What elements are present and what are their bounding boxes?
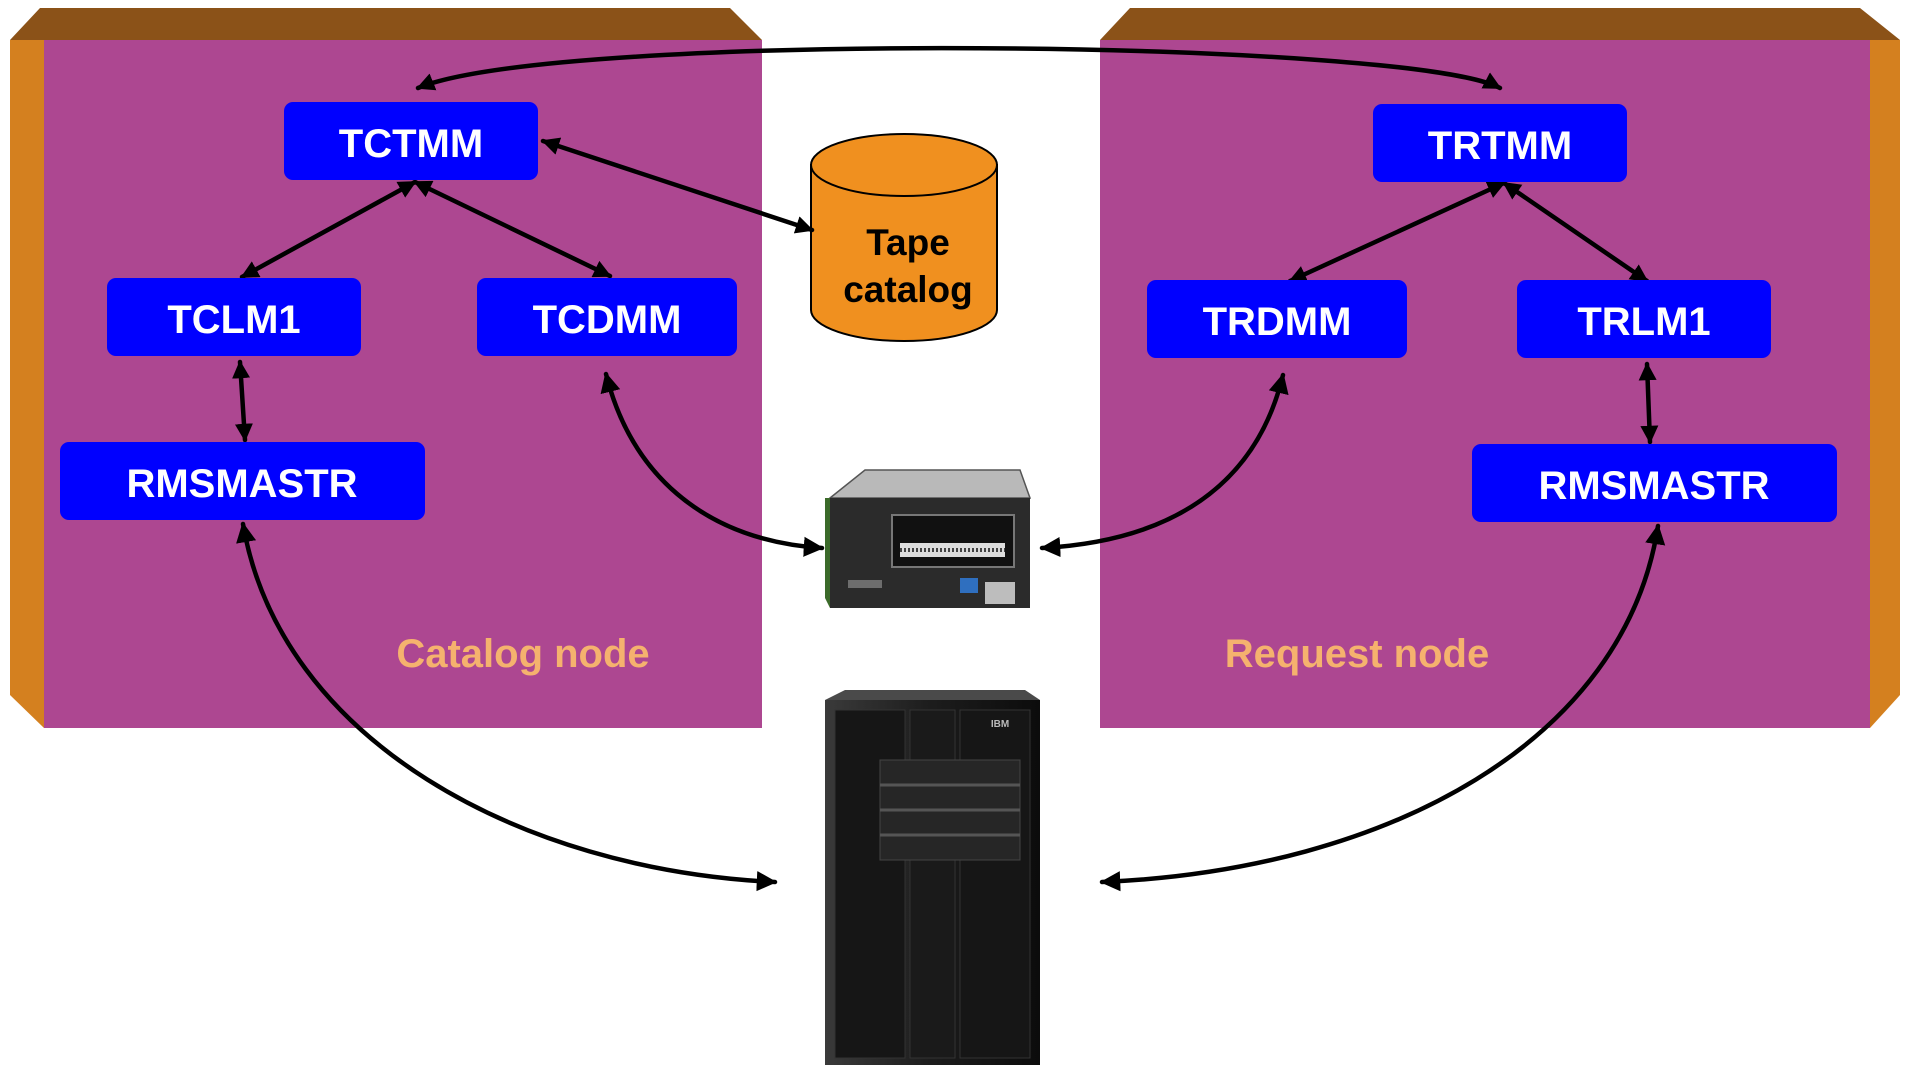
request-node-label: Request node [1225,632,1489,676]
arrow-trtmm-trdmm [1287,180,1507,284]
box-tcdmm: TCDMM [477,278,737,356]
box-rmsmastr-catalog-label: RMSMASTR [126,462,357,506]
arrow-tctmm-catalog [540,137,815,234]
box-tctmm: TCTMM [284,102,538,180]
box-rmsmastr-catalog: RMSMASTR [60,442,425,520]
tape-drive-icon [825,469,1032,608]
ibm-logo: IBM [991,719,1009,730]
arrow-tcdmm-drive [600,371,825,557]
arrow-trdmm-drive [1039,372,1289,558]
catalog-node-label: Catalog node [396,632,649,676]
tape-library-icon: IBM [825,690,1040,1065]
box-rmsmastr-request-label: RMSMASTR [1538,464,1769,508]
arrow-rmsmastr-library-left [236,521,778,892]
arrow-trtmm-trlm1 [1501,180,1650,284]
box-trlm1-label: TRLM1 [1577,300,1710,344]
tape-catalog-label-line1: Tape [866,222,950,263]
arrow-tctmm-tclm1 [239,179,418,280]
box-tclm1-label: TCLM1 [167,298,300,342]
tape-catalog-cylinder: Tape catalog [810,133,998,342]
box-tclm1: TCLM1 [107,278,361,356]
box-trlm1: TRLM1 [1517,280,1771,358]
box-trtmm: TRTMM [1373,104,1627,182]
box-tctmm-label: TCTMM [339,122,483,166]
tape-catalog-label-line2: catalog [843,269,973,310]
arrow-tctmm-tcdmm [412,179,613,279]
box-trtmm-label: TRTMM [1428,124,1572,168]
connection-arrows [232,45,1666,892]
arrow-tctmm-trtmm [415,45,1503,91]
arrow-tclm1-rmsmastr [232,359,253,443]
box-tcdmm-label: TCDMM [533,298,682,342]
arrow-trlm1-rmsmastr [1638,361,1659,445]
box-trdmm-label: TRDMM [1203,300,1352,344]
arrow-rmsmastr-library-right [1099,523,1666,892]
box-trdmm: TRDMM [1147,280,1407,358]
box-rmsmastr-request: RMSMASTR [1472,444,1837,522]
